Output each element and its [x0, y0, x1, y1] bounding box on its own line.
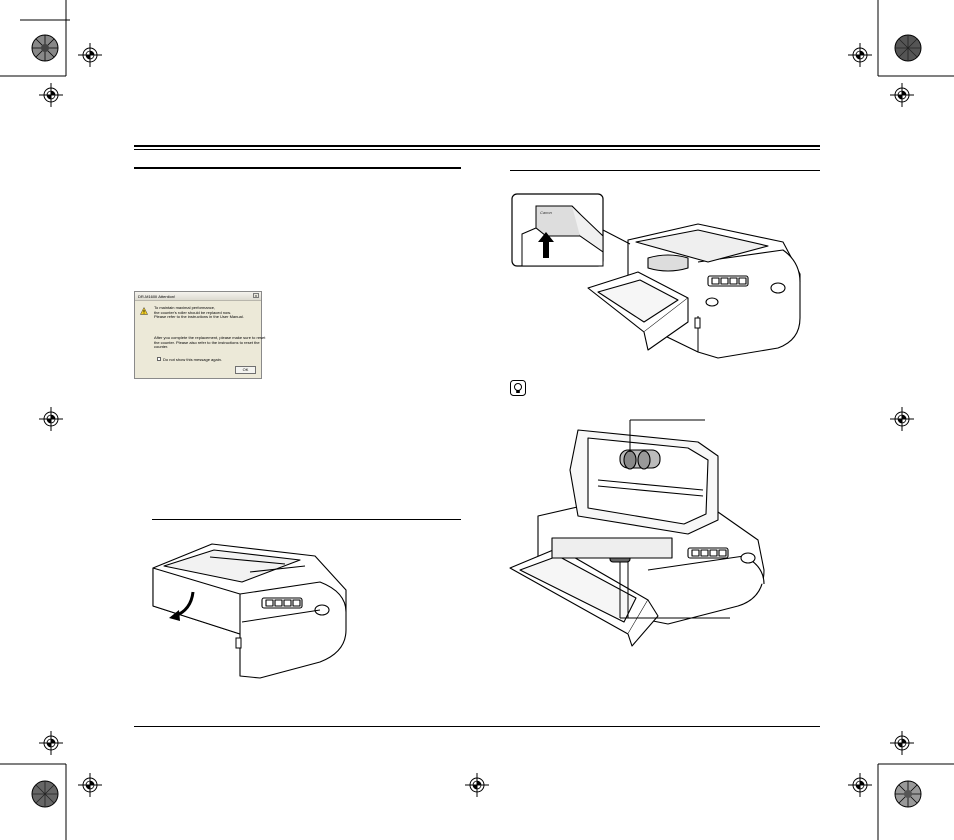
dont-show-label: Do not show this message again.: [163, 356, 222, 362]
color-target-icon: [894, 780, 922, 808]
scanner-open-tray-illustration: [587, 223, 801, 359]
message-line: After you complete the replacement, plea…: [154, 335, 266, 340]
callout-box: [511, 193, 631, 267]
hint-lightbulb-icon: [510, 380, 526, 396]
callout-logo: Canon: [540, 210, 552, 215]
warning-icon: [139, 306, 149, 315]
attention-dialog: DR-M160II Attention! x To maintain maxim…: [134, 291, 266, 379]
color-target-icon: [31, 780, 59, 808]
message-line: To maintain maximal performance,: [154, 305, 216, 310]
left-section-rule: [134, 167, 461, 169]
message-line: the counter. Please also refer to the in…: [154, 339, 260, 345]
color-target-icon: [31, 34, 59, 62]
left-step-rule: [152, 519, 461, 520]
header-rule-thin: [134, 149, 820, 150]
color-target-icon: [894, 34, 922, 62]
dialog-message-1: To maintain maximal performance, the cou…: [154, 305, 244, 320]
message-line: Please refer to the instructions in the …: [154, 314, 244, 320]
close-icon[interactable]: x: [253, 293, 259, 298]
dialog-titlebar: DR-M160II Attention! x: [135, 292, 261, 301]
dont-show-checkbox[interactable]: [157, 357, 161, 361]
dialog-title: DR-M160II Attention!: [138, 293, 176, 299]
curved-arrow-icon: [169, 591, 195, 621]
message-line: the counter's roller should be replaced …: [154, 309, 232, 315]
arrow-up-icon: [538, 232, 554, 258]
right-section-rule: [510, 170, 820, 171]
ok-button[interactable]: OK: [235, 366, 256, 374]
header-rule-thick: [134, 145, 820, 147]
dialog-message-2: After you complete the replacement, plea…: [154, 335, 266, 350]
scanner-opened-illustration: [509, 429, 765, 647]
scanner-closed-illustration: [152, 543, 347, 679]
footer-rule: [134, 726, 820, 727]
message-line: counter.: [154, 344, 169, 350]
